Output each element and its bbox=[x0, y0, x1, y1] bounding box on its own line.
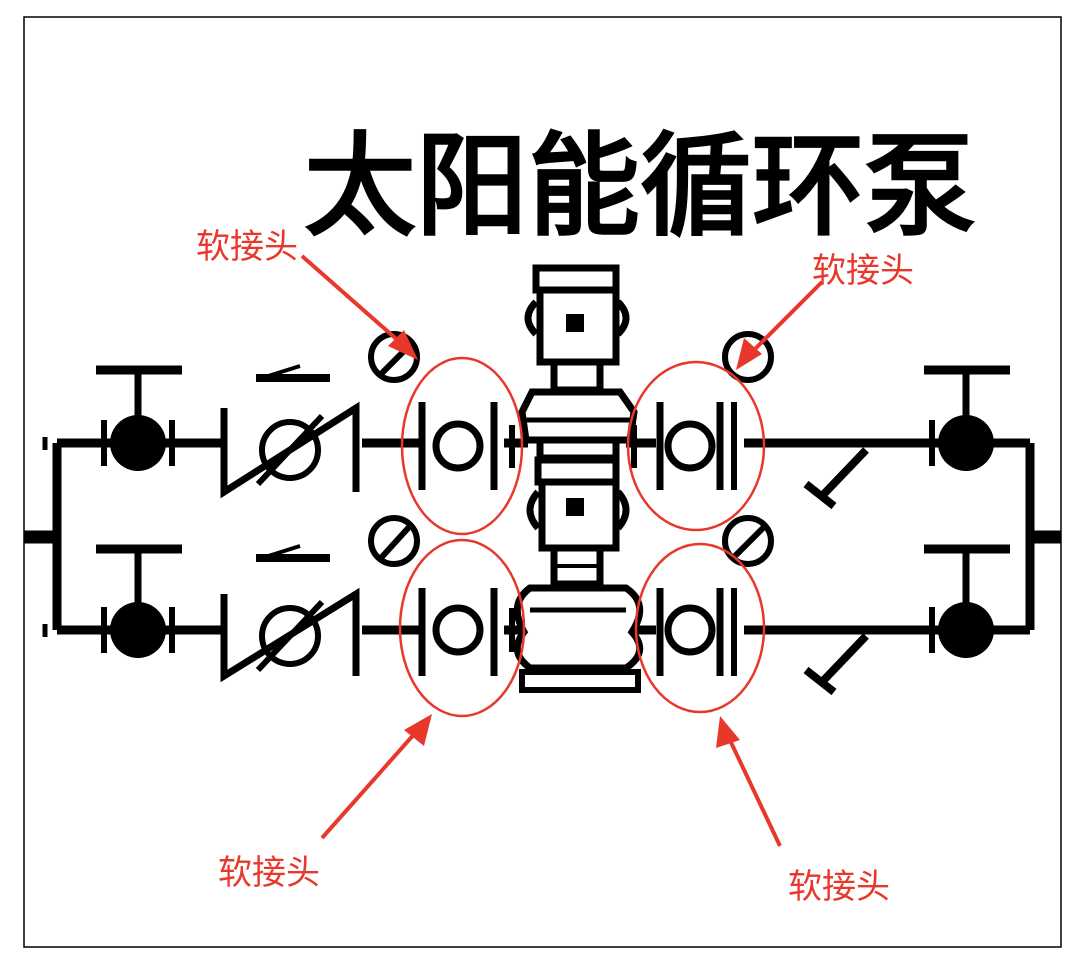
annotation-arrows bbox=[300, 254, 824, 847]
highlight-ellipses bbox=[398, 356, 766, 718]
label-top-right: 软接头 bbox=[812, 251, 914, 291]
check-valve-top bbox=[220, 364, 360, 499]
flexible-joint-bottom-left bbox=[418, 588, 528, 676]
pressure-gauge-top-right bbox=[722, 331, 774, 383]
highlight-ellipse-top-left bbox=[400, 356, 524, 536]
label-bottom-right: 软接头 bbox=[788, 867, 890, 907]
check-valve-bottom bbox=[220, 544, 360, 683]
label-bottom-left: 软接头 bbox=[218, 853, 320, 893]
arrow-bottom-left bbox=[320, 714, 432, 840]
pressure-gauge-bottom-left bbox=[368, 515, 420, 567]
drain-valve-top bbox=[803, 447, 869, 510]
highlight-ellipse-bottom-right bbox=[634, 542, 766, 714]
highlight-ellipse-bottom-left bbox=[398, 538, 526, 718]
arrow-top-left bbox=[300, 254, 418, 360]
arrow-top-right bbox=[736, 280, 824, 370]
drain-valve-bottom bbox=[803, 633, 869, 696]
left-gate-valve-top bbox=[96, 365, 182, 471]
highlight-ellipse-top-right bbox=[626, 360, 766, 532]
circulation-pump-bottom bbox=[513, 456, 644, 693]
diagram-title: 太阳能循环泵 bbox=[304, 122, 976, 252]
circulation-pump-top bbox=[518, 264, 638, 462]
pressure-gauge-bottom-right bbox=[722, 515, 774, 567]
right-gate-valve-top bbox=[924, 365, 1010, 471]
arrow-bottom-right bbox=[716, 716, 782, 847]
flexible-joint-top-left bbox=[418, 402, 528, 490]
label-top-left: 软接头 bbox=[196, 227, 298, 267]
right-gate-valve-bottom bbox=[924, 544, 1010, 658]
left-gate-valve-bottom bbox=[96, 544, 182, 658]
